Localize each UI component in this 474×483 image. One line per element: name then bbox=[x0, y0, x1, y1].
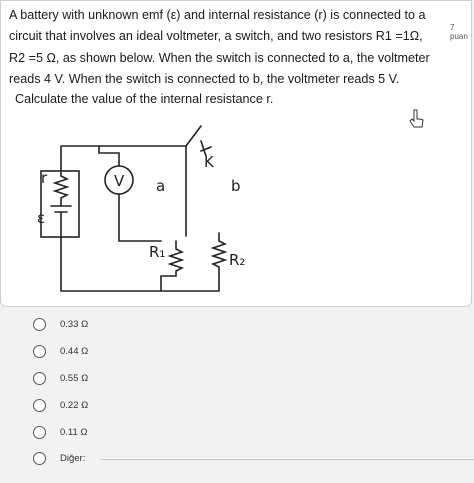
radio-button[interactable] bbox=[33, 344, 46, 358]
points-label: 7 puan bbox=[450, 23, 468, 41]
battery-box bbox=[40, 170, 80, 238]
radio-button[interactable] bbox=[33, 317, 46, 331]
label-voltmeter: V bbox=[114, 172, 125, 190]
voltmeter-wire-bottom bbox=[118, 193, 162, 242]
voltmeter-circle bbox=[104, 165, 134, 195]
option-0[interactable]: 0.33 Ω bbox=[33, 314, 88, 334]
option-other[interactable]: Diğer: bbox=[33, 448, 85, 468]
label-a: a bbox=[156, 177, 165, 195]
radio-button[interactable] bbox=[33, 451, 46, 465]
option-label: 0.11 Ω bbox=[60, 426, 88, 438]
answer-options: 0.33 Ω 0.44 Ω 0.55 Ω 0.22 Ω 0.11 Ω Diğer… bbox=[0, 305, 474, 483]
question-line-1: A battery with unknown emf (ε) and inter… bbox=[9, 8, 426, 22]
question-line-3: R2 =5 Ω, as shown below. When the switch… bbox=[9, 51, 430, 65]
label-emf: ε bbox=[37, 209, 45, 227]
label-r1: R₁ bbox=[149, 243, 165, 261]
option-4[interactable]: 0.11 Ω bbox=[33, 422, 88, 442]
label-r2: R₂ bbox=[229, 251, 245, 269]
option-label: 0.22 Ω bbox=[60, 399, 89, 411]
question-line-5: Calculate the value of the internal resi… bbox=[15, 92, 274, 106]
option-2[interactable]: 0.55 Ω bbox=[33, 368, 88, 388]
option-label: 0.44 Ω bbox=[60, 345, 89, 357]
option-3[interactable]: 0.22 Ω bbox=[33, 395, 88, 415]
radio-button[interactable] bbox=[33, 425, 46, 439]
label-r: r bbox=[41, 169, 48, 187]
voltmeter-wire-top bbox=[98, 145, 120, 167]
other-text-input[interactable] bbox=[100, 459, 474, 460]
pointer-cursor-icon bbox=[409, 109, 424, 128]
resistor-r2 bbox=[210, 232, 228, 274]
radio-button[interactable] bbox=[33, 371, 46, 385]
internal-resistor bbox=[52, 170, 70, 207]
question-card: A battery with unknown emf (ε) and inter… bbox=[0, 0, 472, 307]
label-b: b bbox=[231, 177, 241, 195]
emf-cell bbox=[50, 205, 72, 238]
radio-button[interactable] bbox=[33, 398, 46, 412]
circuit-diagram: r ε V a b R₁ R₂ K bbox=[37, 125, 245, 292]
question-line-4: reads 4 V. When the switch is connected … bbox=[9, 72, 400, 86]
switch-k bbox=[185, 125, 212, 157]
label-switch: K bbox=[204, 153, 215, 171]
option-label: 0.55 Ω bbox=[60, 372, 89, 384]
option-1[interactable]: 0.44 Ω bbox=[33, 341, 88, 361]
option-label: Diğer: bbox=[60, 452, 86, 464]
question-line-2: circuit that involves an ideal voltmeter… bbox=[9, 29, 423, 43]
option-label: 0.33 Ω bbox=[60, 318, 89, 330]
bottom-wire bbox=[60, 236, 220, 292]
resistor-r1 bbox=[160, 240, 185, 292]
